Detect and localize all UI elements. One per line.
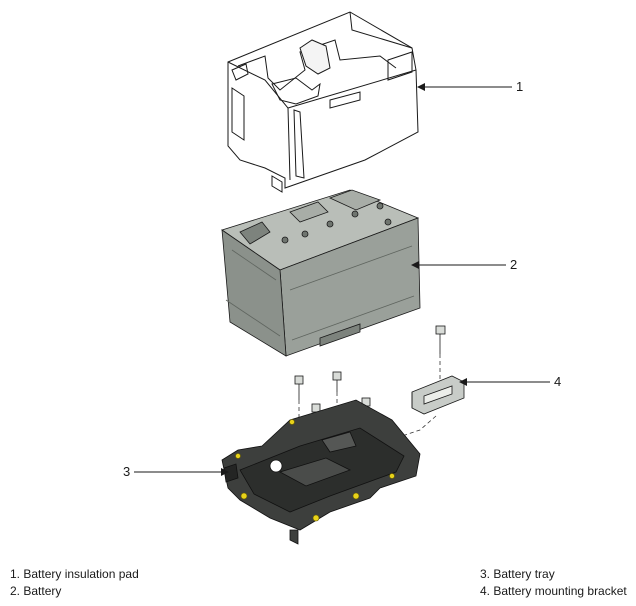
legend-item-1: 1. Battery insulation pad bbox=[10, 567, 139, 581]
battery-tray bbox=[221, 399, 421, 545]
callout-leaders bbox=[134, 83, 550, 476]
callout-2: 2 bbox=[510, 257, 518, 272]
callout-1: 1 bbox=[516, 79, 524, 94]
legend-item-2: 2. Battery bbox=[10, 584, 62, 598]
callout-3: 3 bbox=[123, 464, 131, 479]
legend-item-4: 4. Battery mounting bracket bbox=[480, 584, 627, 598]
battery bbox=[221, 189, 421, 357]
battery-insulation-pad bbox=[227, 11, 419, 193]
tray-bolt-highlights bbox=[235, 419, 395, 522]
callout-4: 4 bbox=[554, 374, 562, 389]
bracket-bolt bbox=[435, 325, 446, 354]
legend-item-3: 3. Battery tray bbox=[480, 567, 555, 581]
battery-mounting-bracket bbox=[411, 375, 465, 415]
